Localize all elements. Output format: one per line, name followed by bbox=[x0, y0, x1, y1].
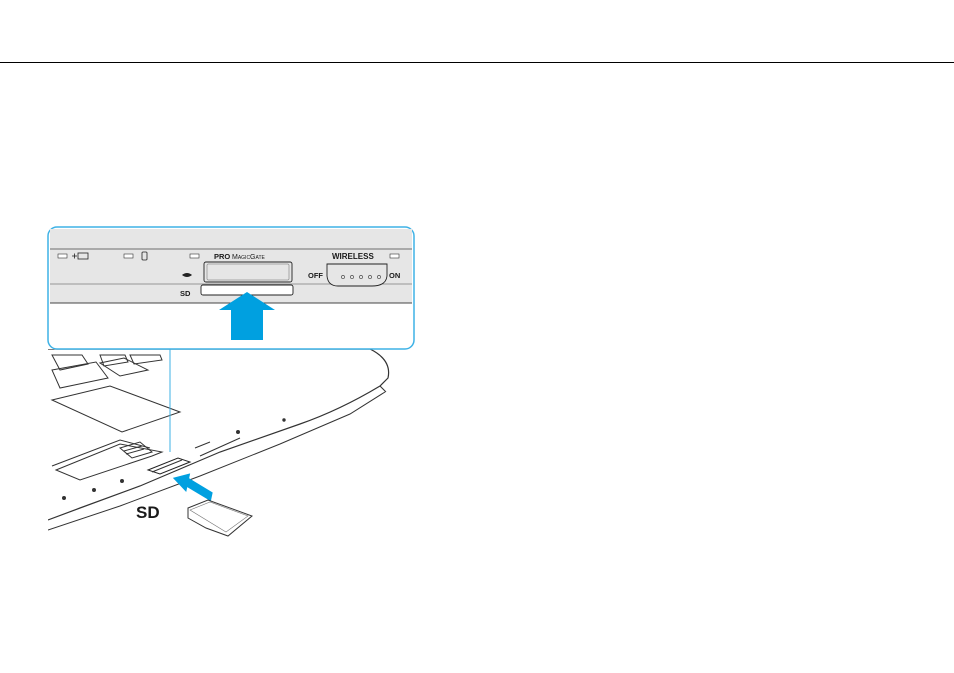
media-led bbox=[190, 254, 199, 258]
wireless-switch bbox=[327, 264, 387, 286]
memory-stick-slot bbox=[204, 262, 292, 282]
wireless-label: WIRELESS bbox=[332, 252, 374, 261]
wireless-led bbox=[390, 254, 399, 258]
panel-sd-label: SD bbox=[180, 289, 191, 298]
sd-card-label: SD bbox=[136, 503, 160, 522]
on-label: ON bbox=[389, 271, 400, 280]
hdd-led bbox=[124, 254, 133, 258]
sd-card bbox=[188, 500, 252, 536]
laptop-illustration bbox=[48, 349, 389, 530]
magicgate-label: MagicGate bbox=[232, 254, 266, 261]
off-label: OFF bbox=[308, 271, 323, 280]
battery-led bbox=[58, 254, 67, 258]
callout-panel: PRO MagicGate WIRELESS SD OFF ON bbox=[48, 227, 414, 349]
insert-arrow-icon bbox=[170, 470, 216, 501]
pro-label: PRO bbox=[214, 252, 230, 261]
